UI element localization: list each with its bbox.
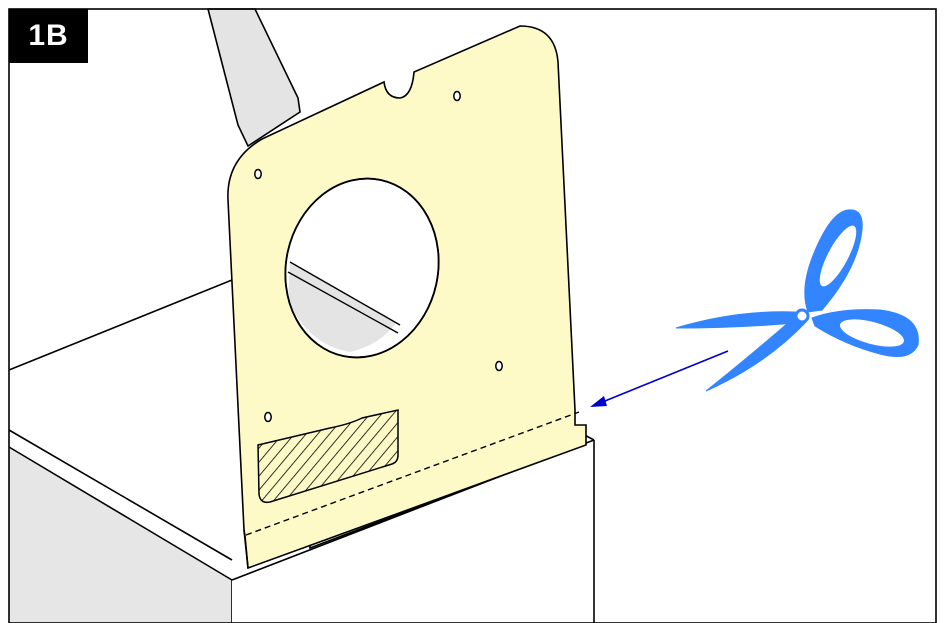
opening-interior-edge — [289, 261, 401, 326]
screw-hole — [254, 168, 262, 180]
screw-hole — [264, 411, 272, 423]
box-top-rim — [9, 280, 232, 580]
box-back-edge — [8, 279, 233, 371]
scissors-icon — [675, 209, 919, 392]
screw-hole — [453, 90, 461, 102]
box-inner-left-edge — [8, 429, 233, 561]
box-outer-left-edge — [8, 446, 233, 581]
opening-interior-wall — [288, 262, 396, 352]
step-badge: 1B — [9, 9, 88, 63]
diagram-frame — [8, 8, 937, 623]
hatched-seal-area — [257, 409, 399, 504]
cut-arrow-icon — [590, 350, 729, 407]
plate-tab-edge — [243, 529, 249, 569]
screw-hole — [495, 360, 503, 372]
handle-strap — [206, 8, 301, 148]
opening-interior-edge-2 — [287, 271, 399, 334]
box-left-side — [9, 447, 232, 623]
cut-line — [245, 411, 580, 536]
box-front-face — [232, 440, 594, 623]
plate-opening-rim — [284, 177, 440, 359]
